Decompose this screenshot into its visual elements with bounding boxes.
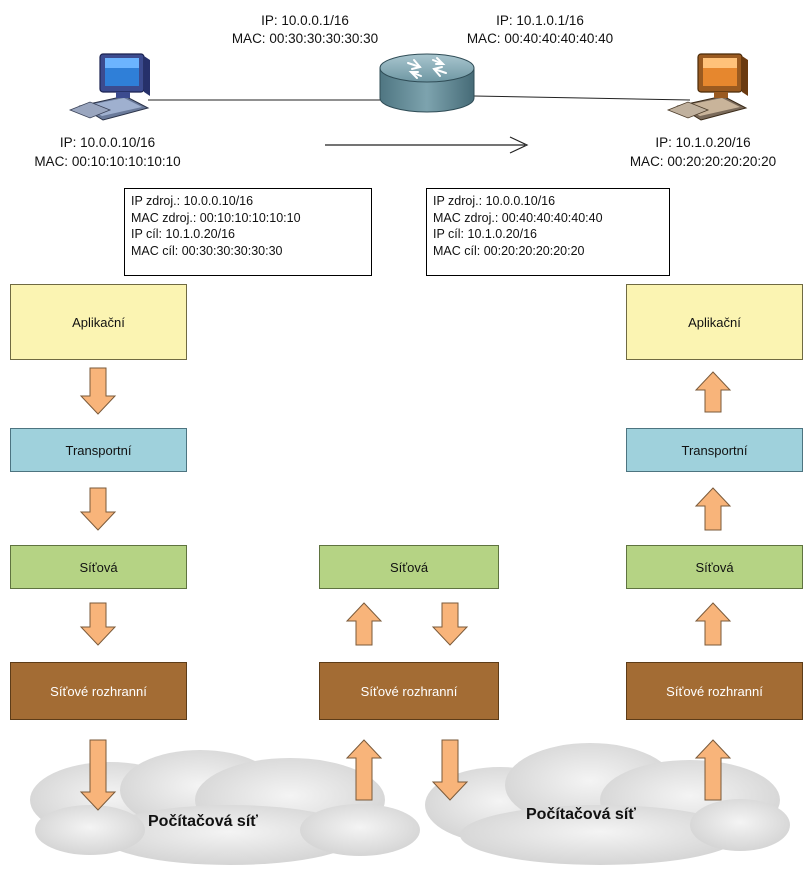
layer-transport-right: Transportní: [626, 428, 803, 472]
arrow-down-left: [79, 739, 117, 811]
host-right-ip: IP: 10.1.0.20/16: [655, 135, 751, 150]
arrow-down-left: [79, 602, 117, 646]
host-left-ip: IP: 10.0.0.10/16: [59, 135, 156, 150]
direction-arrow: [325, 136, 529, 154]
layer-network-left: Síťová: [10, 545, 187, 589]
packet-dst-mac: MAC cíl: 00:30:30:30:30:30: [131, 243, 283, 258]
arrow-up-right: [694, 371, 732, 413]
computer-icon: [666, 53, 748, 121]
packet-dst-mac: MAC cíl: 00:20:20:20:20:20: [433, 243, 585, 258]
flow-arrows: [79, 367, 732, 811]
arrow-down-left: [79, 367, 117, 415]
packet-src-ip: IP zdroj.: 10.0.0.10/16: [433, 194, 556, 208]
network-label-left: Počítačová síť: [148, 813, 258, 830]
arrow-up-right: [694, 602, 732, 646]
router-left-ip: IP: 10.0.0.1/16: [261, 13, 349, 28]
packet-info-right: IP zdroj.: 10.0.0.10/16 MAC zdroj.: 00:4…: [426, 188, 670, 276]
packet-src-ip: IP zdroj.: 10.0.0.10/16: [131, 194, 254, 208]
arrow-down-left: [79, 487, 117, 531]
network-cloud-right: [425, 743, 790, 865]
arrow-up-right: [694, 487, 732, 531]
arrow-up-router: [345, 739, 383, 801]
packet-src-mac: MAC zdroj.: 00:10:10:10:10:10: [131, 210, 301, 225]
packet-dst-ip: IP cíl: 10.1.0.20/16: [433, 227, 538, 241]
arrow-down-router: [431, 602, 469, 646]
router-right-ip: IP: 10.1.0.1/16: [496, 13, 584, 28]
layer-interface-right: Síťové rozhranní: [626, 662, 803, 720]
network-cloud-left: [30, 750, 420, 865]
router-right-mac: MAC: 00:40:40:40:40:40: [466, 31, 614, 46]
layer-network-right: Síťová: [626, 545, 803, 589]
link-right: [473, 95, 691, 101]
computer-icon: [68, 53, 150, 121]
layer-application-left: Aplikační: [10, 284, 187, 360]
router-left-mac: MAC: 00:30:30:30:30:30: [231, 31, 379, 46]
host-left-mac: MAC: 00:10:10:10:10:10: [34, 154, 181, 169]
packet-info-left: IP zdroj.: 10.0.0.10/16 MAC zdroj.: 00:1…: [124, 188, 372, 276]
layer-interface-router: Síťové rozhranní: [319, 662, 499, 720]
host-right-mac: MAC: 00:20:20:20:20:20: [629, 154, 777, 169]
arrow-up-right: [694, 739, 732, 801]
layer-application-right: Aplikační: [626, 284, 803, 360]
arrow-up-router: [345, 602, 383, 646]
packet-src-mac: MAC zdroj.: 00:40:40:40:40:40: [433, 210, 603, 225]
network-label-right: Počítačová síť: [526, 806, 636, 823]
layer-transport-left: Transportní: [10, 428, 187, 472]
layer-network-router: Síťová: [319, 545, 499, 589]
packet-dst-ip: IP cíl: 10.1.0.20/16: [131, 227, 236, 241]
router-icon: [379, 53, 475, 113]
layer-interface-left: Síťové rozhranní: [10, 662, 187, 720]
arrow-down-router: [431, 739, 469, 801]
